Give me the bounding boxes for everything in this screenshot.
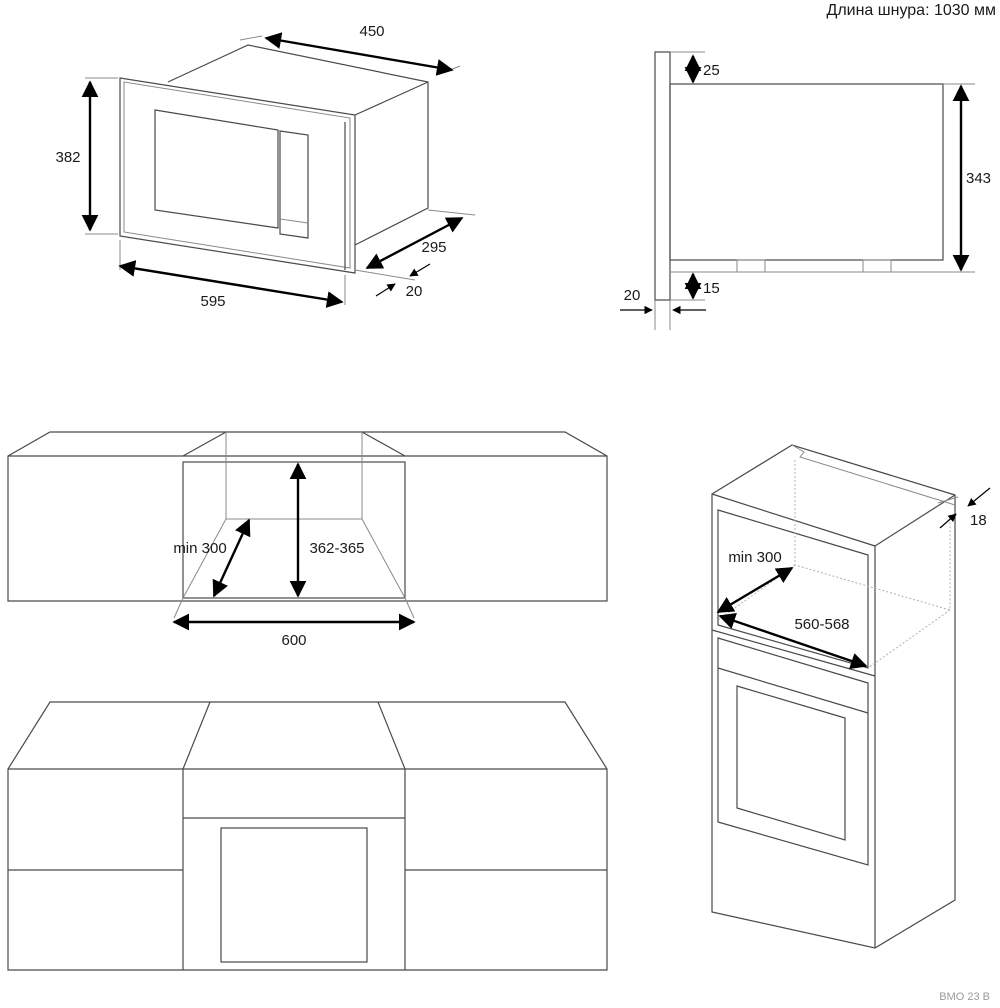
base-cabinets-drawing <box>7 701 608 971</box>
unit-depth-side-label: 295 <box>421 239 446 256</box>
wall-niche-depth-label: min 300 <box>173 540 226 557</box>
side-height-label: 343 <box>966 170 991 187</box>
unit-control-panel <box>279 130 309 239</box>
unit-width-label: 595 <box>200 293 225 310</box>
column-panel-thickness-label: 18 <box>970 512 987 529</box>
side-housing <box>669 83 944 261</box>
cord-length-label: Длина шнура: 1030 мм <box>826 2 996 19</box>
base-cabinets <box>7 701 608 971</box>
unit-frame-thickness-label: 20 <box>406 283 423 300</box>
wall-niche-width-label: 600 <box>281 632 306 649</box>
side-bottom-gap-label: 15 <box>703 280 720 297</box>
unit-depth-top-label: 450 <box>359 23 384 40</box>
side-foot-rear <box>862 259 892 273</box>
side-panel-thickness-label: 20 <box>624 287 641 304</box>
side-front-panel <box>654 51 671 301</box>
unit-height-label: 382 <box>55 149 80 166</box>
side-foot-front <box>736 259 766 273</box>
column-oven-window <box>736 685 846 841</box>
model-label: BMO 23 B <box>939 991 990 1003</box>
side-top-gap-label: 25 <box>703 62 720 79</box>
tall-column-drawing: min 300 560-568 18 <box>711 444 991 949</box>
column-width-label: 560-568 <box>794 616 849 633</box>
column-cabinet <box>711 444 956 949</box>
wall-niche-drawing: min 300 362-365 600 <box>7 431 608 649</box>
unit-front-frame <box>119 77 356 274</box>
wall-cabinets <box>7 431 608 602</box>
column-depth-label: min 300 <box>728 549 781 566</box>
wall-niche-height-label: 362-365 <box>309 540 364 557</box>
base-oven-door <box>220 827 368 963</box>
wall-niche-opening <box>182 461 406 599</box>
unit-door-window <box>154 109 279 229</box>
microwave-unit-drawing: 450 382 595 295 20 <box>55 23 476 310</box>
side-view-drawing: 25 343 15 20 <box>620 51 991 330</box>
